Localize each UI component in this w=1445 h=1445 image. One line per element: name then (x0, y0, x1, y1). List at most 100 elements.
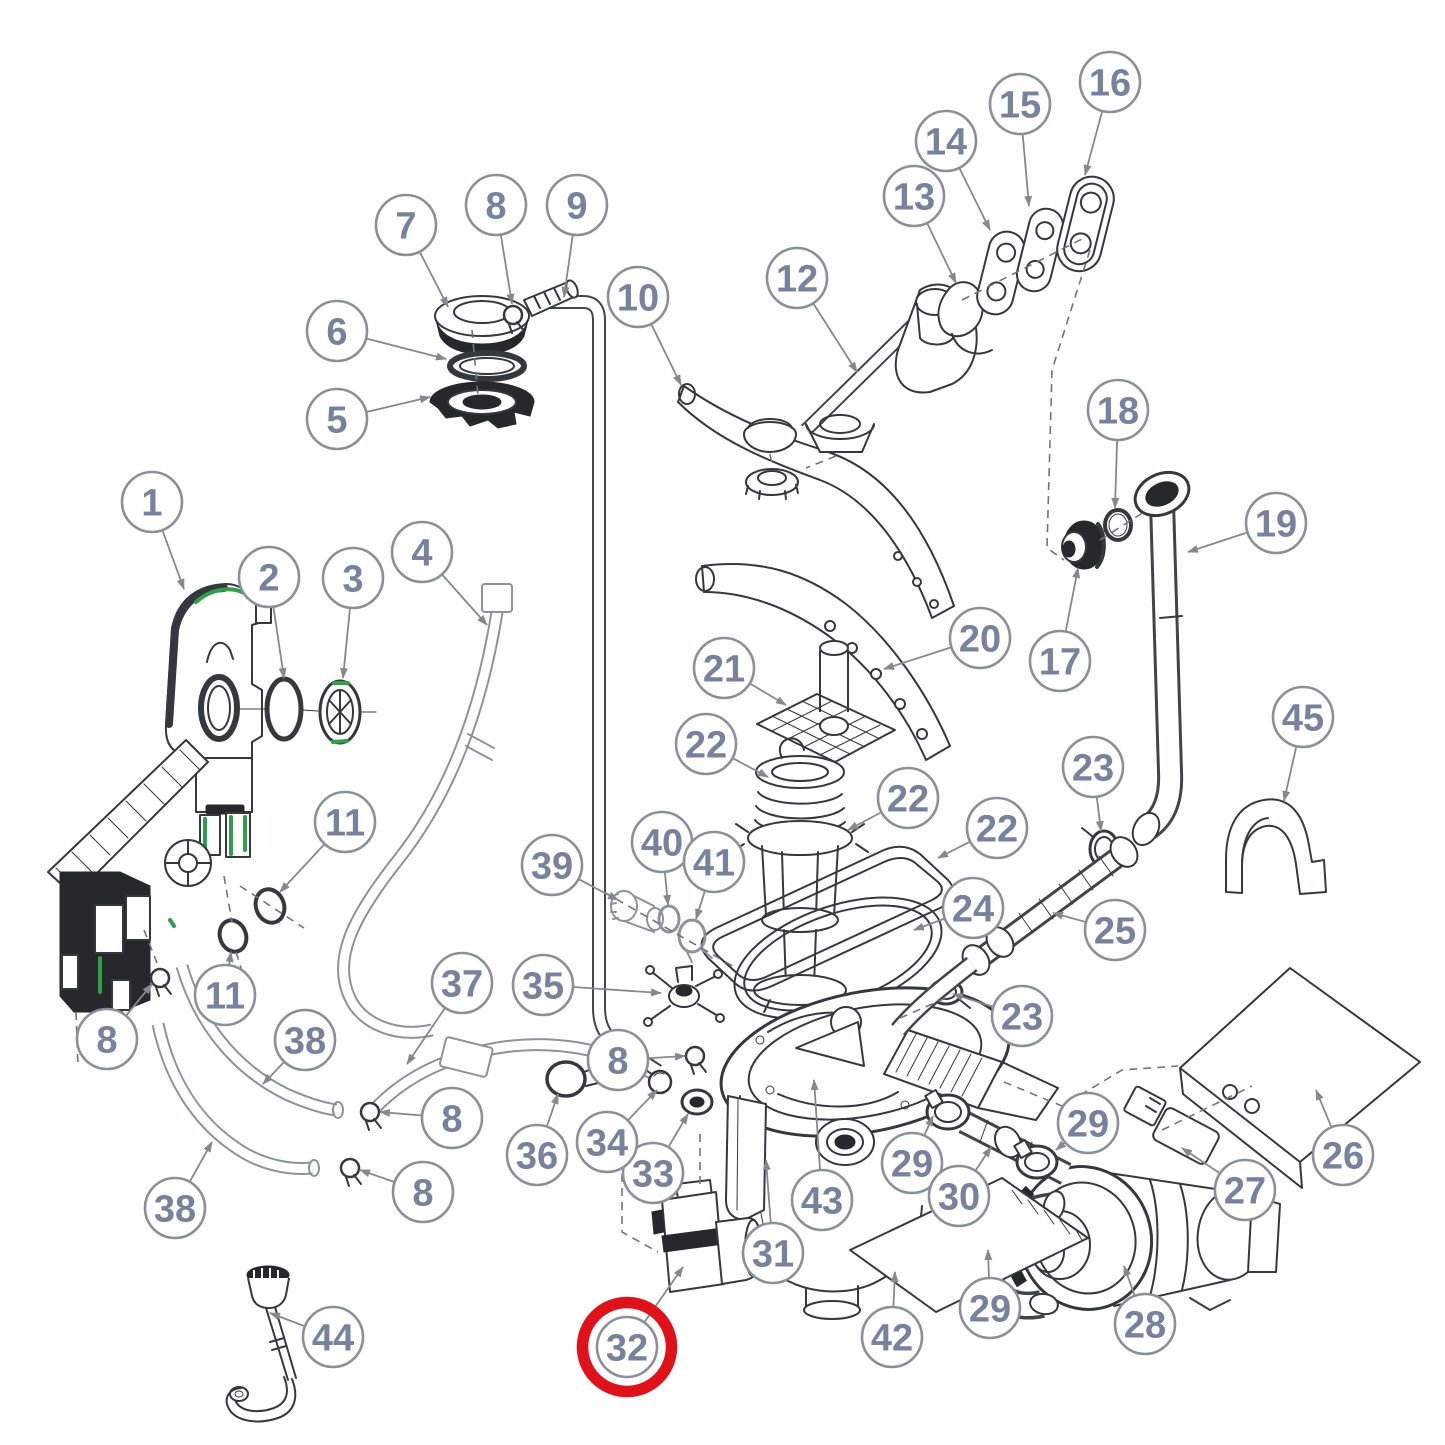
callout-20[interactable]: 20 (883, 606, 1012, 670)
callout-17[interactable]: 17 (1028, 567, 1092, 693)
callout-13[interactable]: 13 (882, 164, 957, 284)
callout-45[interactable]: 45 (1271, 685, 1335, 802)
callout-circle[interactable] (606, 265, 670, 329)
callout-circle[interactable] (120, 470, 184, 534)
callout-15[interactable]: 15 (988, 72, 1052, 207)
callout-42[interactable]: 42 (860, 1271, 924, 1369)
callout-23[interactable]: 23 (952, 984, 1054, 1048)
callout-30[interactable]: 30 (927, 1146, 992, 1228)
callout-33[interactable]: 33 (621, 1113, 689, 1205)
callout-circle[interactable] (674, 712, 738, 776)
callout-circle[interactable] (595, 1315, 659, 1379)
callout-circle[interactable] (505, 1123, 569, 1187)
callout-28[interactable]: 28 (1113, 1265, 1177, 1356)
callout-12[interactable]: 12 (765, 246, 858, 373)
callout-19[interactable]: 19 (1187, 491, 1308, 555)
callout-32[interactable]: 32 (576, 1266, 684, 1398)
callout-circle[interactable] (237, 545, 301, 609)
callout-circle[interactable] (193, 963, 257, 1027)
callout-circle[interactable] (765, 246, 829, 310)
callout-31[interactable]: 31 (741, 1159, 805, 1285)
callout-8[interactable]: 8 (75, 983, 153, 1071)
callout-circle[interactable] (914, 109, 978, 173)
callout-18[interactable]: 18 (1086, 378, 1150, 509)
callout-29[interactable]: 29 (958, 1249, 1022, 1340)
callout-circle[interactable] (948, 606, 1012, 670)
callout-circle[interactable] (692, 636, 756, 700)
callout-circle[interactable] (1271, 685, 1335, 749)
callout-7[interactable]: 7 (374, 193, 449, 308)
callout-circle[interactable] (988, 72, 1052, 136)
callout-circle[interactable] (1311, 1123, 1375, 1187)
callout-circle[interactable] (1213, 1158, 1277, 1222)
callout-8[interactable]: 8 (586, 1028, 686, 1092)
callout-43[interactable]: 43 (790, 1079, 854, 1232)
callout-14[interactable]: 14 (914, 109, 991, 231)
callout-circle[interactable] (1083, 898, 1147, 962)
callout-10[interactable]: 10 (606, 265, 682, 386)
callout-8[interactable]: 8 (379, 1086, 484, 1150)
callout-circle[interactable] (990, 984, 1054, 1048)
callout-22[interactable]: 22 (674, 712, 769, 778)
callout-circle[interactable] (1086, 378, 1150, 442)
callout-34[interactable]: 34 (575, 1089, 658, 1174)
callout-circle[interactable] (374, 193, 438, 257)
callout-22[interactable]: 22 (937, 796, 1029, 860)
callout-circle[interactable] (511, 953, 575, 1017)
callout-circle[interactable] (927, 1164, 991, 1228)
callout-3[interactable]: 3 (321, 546, 385, 679)
callout-circle[interactable] (575, 1110, 639, 1174)
callout-circle[interactable] (313, 790, 377, 854)
callout-36[interactable]: 36 (505, 1093, 569, 1187)
callout-circle[interactable] (965, 796, 1029, 860)
callout-circle[interactable] (390, 520, 454, 584)
callout-circle[interactable] (1028, 629, 1092, 693)
callout-circle[interactable] (420, 1086, 484, 1150)
callout-39[interactable]: 39 (520, 833, 619, 901)
callout-25[interactable]: 25 (1052, 898, 1147, 962)
callout-29[interactable]: 29 (880, 1115, 944, 1195)
callout-29[interactable]: 29 (1055, 1091, 1120, 1155)
callout-circle[interactable] (876, 766, 940, 830)
callout-24[interactable]: 24 (913, 876, 1005, 940)
callout-2[interactable]: 2 (237, 545, 301, 679)
callout-circle[interactable] (321, 546, 385, 610)
callout-37[interactable]: 37 (406, 951, 494, 1065)
callout-circle[interactable] (1056, 1091, 1120, 1155)
callout-22[interactable]: 22 (847, 766, 940, 831)
callout-4[interactable]: 4 (390, 520, 488, 626)
callout-circle[interactable] (305, 299, 369, 363)
callout-6[interactable]: 6 (305, 299, 447, 363)
callout-circle[interactable] (143, 1176, 207, 1240)
callout-circle[interactable] (430, 951, 494, 1015)
callout-circle[interactable] (75, 1007, 139, 1071)
callout-11[interactable]: 11 (193, 951, 257, 1027)
callout-16[interactable]: 16 (1078, 50, 1142, 176)
callout-circle[interactable] (1244, 491, 1308, 555)
callout-44[interactable]: 44 (269, 1305, 365, 1369)
callout-circle[interactable] (391, 1160, 455, 1224)
callout-35[interactable]: 35 (511, 953, 662, 1017)
callout-circle[interactable] (1078, 50, 1142, 114)
callout-circle[interactable] (882, 164, 946, 228)
callout-circle[interactable] (301, 1305, 365, 1369)
callout-circle[interactable] (958, 1276, 1022, 1340)
callout-circle[interactable] (545, 173, 609, 237)
callout-41[interactable]: 41 (682, 830, 746, 920)
callout-38[interactable]: 38 (262, 1008, 337, 1085)
callout-circle[interactable] (621, 1141, 685, 1205)
callout-circle[interactable] (520, 833, 584, 897)
callout-circle[interactable] (860, 1305, 924, 1369)
callout-23[interactable]: 23 (1061, 735, 1125, 832)
callout-circle[interactable] (464, 173, 528, 237)
callout-circle[interactable] (1061, 735, 1125, 799)
callout-circle[interactable] (880, 1131, 944, 1195)
callout-circle[interactable] (273, 1008, 337, 1072)
callout-27[interactable]: 27 (1181, 1147, 1277, 1222)
callout-26[interactable]: 26 (1311, 1089, 1375, 1187)
callout-1[interactable]: 1 (120, 470, 185, 590)
callout-38[interactable]: 38 (143, 1141, 213, 1240)
callout-11[interactable]: 11 (279, 790, 377, 893)
callout-5[interactable]: 5 (305, 387, 431, 451)
callout-circle[interactable] (1113, 1292, 1177, 1356)
